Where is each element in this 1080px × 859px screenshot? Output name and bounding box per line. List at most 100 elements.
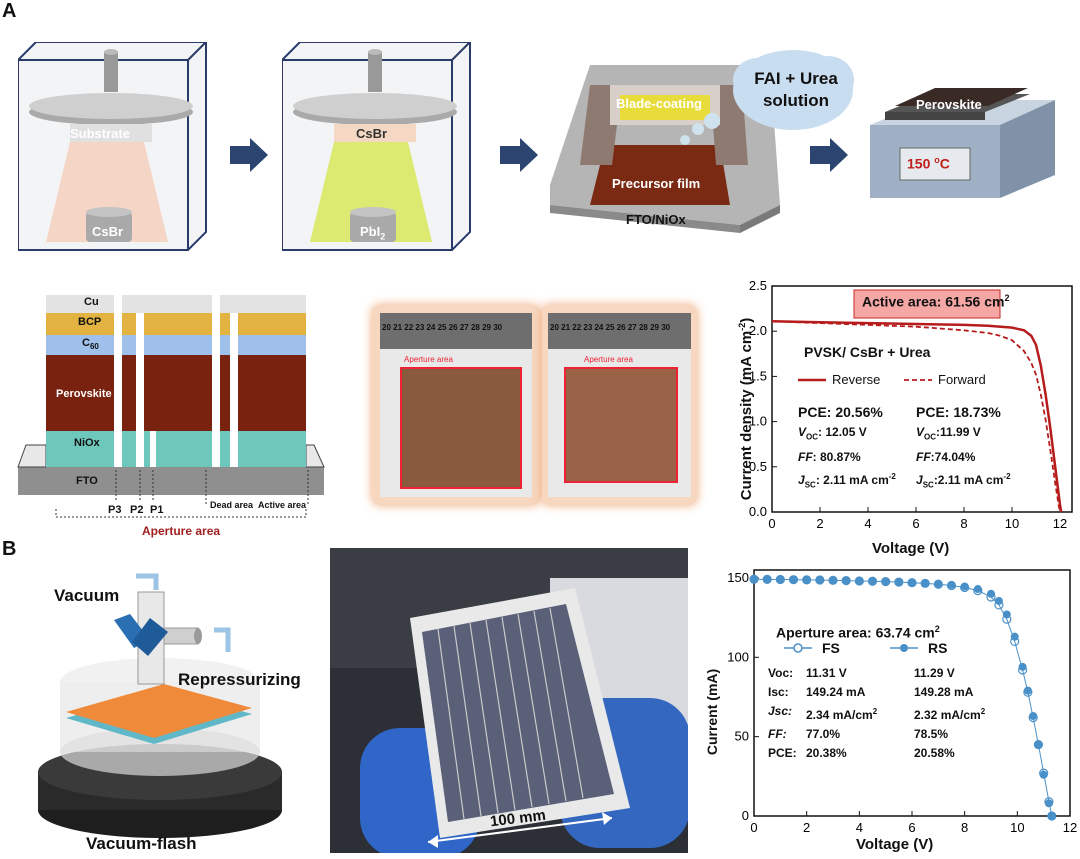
jv-ylabel: Current density (mA cm-2)	[737, 317, 755, 501]
vacuum-flash-label: Vacuum-flash	[86, 834, 197, 853]
repressurizing-label: Repressurizing	[178, 670, 301, 689]
iv-stat-label: Voc:	[768, 666, 794, 680]
x-tick-label: 12	[1063, 820, 1077, 835]
iv-stats-row: Jsc: 2.34 mA/cm2 2.32 mA/cm2	[768, 702, 985, 725]
x-tick-label: 0	[768, 516, 775, 531]
rs-point	[763, 575, 772, 584]
rs-point	[908, 578, 916, 587]
dead-area-label: Dead area	[210, 500, 254, 510]
rs-point	[829, 576, 837, 585]
rs-point	[894, 577, 903, 586]
module-photo-hand: 100 mm	[330, 548, 688, 853]
iv-xlabel: Voltage (V)	[856, 836, 934, 853]
y-tick-label: 0	[742, 808, 749, 823]
csbr-source-label: CsBr	[92, 224, 124, 239]
legend-reverse: Reverse	[832, 372, 881, 387]
iv-stat-rs: 20.58%	[914, 746, 955, 760]
rs-point	[947, 580, 956, 589]
y-tick-label: 150	[727, 570, 749, 585]
x-tick-label: 10	[1005, 516, 1019, 531]
legend-forward: Forward	[938, 372, 986, 387]
y-tick-label: 2.0	[749, 323, 767, 338]
rs-point	[1047, 812, 1056, 820]
device-stack-diagram	[17, 295, 325, 518]
hot-plate-diagram	[870, 88, 1055, 198]
rs-point	[789, 575, 798, 584]
rs-point	[921, 579, 930, 588]
iv-stat-label: PCE:	[768, 746, 797, 760]
rs-point	[987, 589, 995, 598]
rs-point	[842, 576, 851, 585]
forward-stats: PCE: 18.73% VOC:11.99 V FF:74.04% JSC:2.…	[916, 404, 1011, 490]
x-tick-label: 2	[803, 820, 810, 835]
x-tick-label: 6	[908, 820, 915, 835]
active-area-label: Active area	[258, 500, 307, 510]
blade-coating-label: Blade-coating	[616, 96, 702, 111]
iv-stat-rs: 78.5%	[914, 727, 949, 741]
fto-niox-label: FTO/NiOx	[626, 212, 686, 227]
iv-stat-label: Jsc:	[768, 704, 793, 718]
rs-point	[1002, 610, 1011, 619]
perovskite-top-label: Perovskite	[916, 97, 982, 112]
x-tick-label: 8	[960, 516, 967, 531]
reverse-stats: PCE: 20.56% VOC: 12.05 V FF: 80.87% JSC:…	[798, 404, 896, 490]
rs-point	[934, 579, 943, 588]
rs-point	[994, 596, 1003, 605]
iv-stats-row: Voc: 11.31 V 11.29 V	[768, 664, 985, 683]
panel-b-letter: B	[2, 538, 17, 560]
iv-stat-label: Isc:	[768, 685, 789, 699]
arrow-right-icon	[230, 138, 268, 172]
rs-point	[1039, 770, 1048, 779]
legend-rs: RS	[928, 640, 948, 656]
jv-xlabel: Voltage (V)	[872, 540, 950, 557]
iv-stat-fs: 149.24 mA	[806, 685, 866, 699]
iv-stat-rs: 11.29 V	[914, 666, 955, 680]
iv-stat-label: FF:	[768, 727, 787, 741]
iv-stat-fs: 2.34 mA/cm2	[806, 707, 878, 722]
rs-point	[815, 575, 824, 584]
perovskite-layer-label: Perovskite	[56, 388, 112, 400]
ruler-ticks: 20 21 22 23 24 25 26 27 28 29 30	[382, 323, 503, 332]
iv-stat-fs: 11.31 V	[806, 666, 847, 680]
evaporation-csbr-diagram	[18, 42, 207, 251]
y-tick-label: 2.5	[749, 280, 767, 293]
p3-label: P3	[108, 504, 122, 516]
iv-stats-row: PCE: 20.38% 20.58%	[768, 744, 985, 763]
x-tick-label: 6	[912, 516, 919, 531]
iv-stat-rs: 2.32 mA/cm2	[914, 707, 986, 722]
vacuum-label: Vacuum	[54, 586, 120, 605]
rs-point	[1010, 632, 1019, 641]
y-tick-label: 50	[735, 729, 749, 744]
x-tick-label: 12	[1053, 516, 1067, 531]
legend-fs: FS	[822, 640, 840, 656]
rs-point	[750, 575, 758, 584]
arrow-right-icon	[810, 138, 848, 172]
csbr-layer-label: CsBr	[356, 126, 388, 141]
solution-cloud-icon	[733, 50, 854, 130]
iv-stat-fs: 20.38%	[806, 746, 847, 760]
photo2-aperture-label: Aperture area	[584, 355, 633, 364]
rs-point	[973, 585, 982, 594]
fto-layer-label: FTO	[76, 475, 98, 487]
niox-layer-label: NiOx	[74, 437, 100, 449]
rs-point	[881, 577, 890, 586]
rs-point	[1029, 712, 1038, 721]
rs-point	[868, 577, 877, 586]
x-tick-label: 4	[864, 516, 871, 531]
rs-point	[855, 576, 864, 585]
pbi2-source-label: PbI2	[360, 224, 386, 242]
aperture-area-label: Aperture area	[142, 524, 221, 538]
x-tick-label: 8	[961, 820, 968, 835]
panel-a-letter: A	[2, 0, 17, 22]
bcp-layer-label: BCP	[78, 316, 102, 328]
iv-stats-row: Isc: 149.24 mA 149.28 mA	[768, 683, 985, 702]
p2-label: P2	[130, 504, 144, 516]
iv-stat-rs: 149.28 mA	[914, 685, 974, 699]
c60-layer-label: C60	[82, 337, 99, 352]
rs-point	[1023, 686, 1032, 695]
rs-point	[1034, 740, 1043, 749]
p1-label: P1	[150, 504, 164, 516]
substrate-label: Substrate	[70, 126, 130, 141]
